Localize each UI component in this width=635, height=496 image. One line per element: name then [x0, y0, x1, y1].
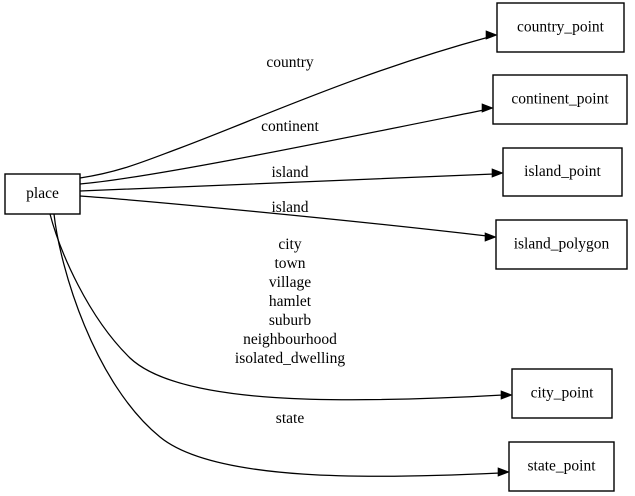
edge-place-to-country_point	[79, 30, 498, 179]
node-city_point[interactable]: city_point	[511, 368, 613, 419]
edge-line	[79, 195, 488, 237]
edge-label-line: hamlet	[269, 293, 312, 310]
edge-label-line: island	[271, 199, 308, 216]
node-label: island_point	[524, 163, 601, 180]
edge-label-line: suburb	[269, 312, 311, 329]
node-label: continent_point	[511, 91, 609, 108]
edge-label-line: island	[271, 164, 308, 181]
node-label: state_point	[527, 458, 596, 475]
edge-place-to-continent_point	[79, 103, 494, 185]
edge-place-to-island_point	[79, 168, 504, 192]
edge-label-line: state	[276, 410, 305, 427]
node-box[interactable]	[508, 441, 615, 492]
node-continent_point[interactable]: continent_point	[492, 74, 628, 125]
edge-label-edge-state: state	[276, 410, 305, 427]
edge-line	[79, 36, 490, 179]
edge-label-line: city	[278, 236, 301, 253]
edge-label-edge-continent: continent	[261, 118, 319, 135]
edge-label-line: neighbourhood	[243, 331, 337, 348]
node-label: place	[26, 185, 59, 202]
node-box[interactable]	[511, 368, 613, 419]
node-island_point[interactable]: island_point	[502, 147, 623, 197]
edge-labels-layer: country continent island island city town vill…	[235, 54, 345, 427]
edge-line	[49, 213, 504, 401]
node-box[interactable]	[496, 2, 625, 53]
arrowhead-icon	[481, 103, 494, 113]
node-country_point[interactable]: country_point	[496, 2, 625, 53]
arrowhead-icon	[485, 30, 498, 40]
edge-place-to-state_point	[53, 213, 510, 477]
edge-label-line: continent	[261, 118, 319, 135]
edge-label-line: village	[269, 274, 311, 291]
edge-label-edge-city: city town village hamlet suburb neighbourhood…	[235, 236, 345, 367]
edge-label-line: town	[275, 255, 306, 272]
node-box[interactable]	[4, 173, 81, 215]
node-label: island_polygon	[514, 236, 610, 253]
edges-layer	[49, 30, 513, 477]
edge-label-edge-island-point: island	[271, 164, 308, 181]
arrowhead-icon	[484, 232, 497, 242]
edge-label-line: country	[266, 54, 314, 71]
arrowhead-icon	[491, 168, 504, 178]
arrowhead-icon	[497, 467, 510, 477]
nodes-layer: place country_point continent_point island_…	[4, 2, 628, 492]
edge-label-line: isolated_dwelling	[235, 350, 345, 367]
node-place[interactable]: place	[4, 173, 81, 215]
node-box[interactable]	[502, 147, 623, 197]
edge-place-to-city_point	[49, 213, 513, 401]
node-box[interactable]	[495, 219, 628, 270]
node-label: city_point	[531, 385, 595, 402]
arrowhead-icon	[500, 390, 513, 400]
node-island_polygon[interactable]: island_polygon	[495, 219, 628, 270]
node-box[interactable]	[492, 74, 628, 125]
node-label: country_point	[517, 19, 605, 36]
edge-label-edge-country: country	[266, 54, 314, 71]
edge-label-edge-island-polygon: island	[271, 199, 308, 216]
edge-place-to-island_polygon	[79, 195, 497, 242]
edge-line	[79, 173, 495, 192]
edge-line	[53, 213, 501, 477]
edge-line	[79, 109, 485, 185]
node-state_point[interactable]: state_point	[508, 441, 615, 492]
